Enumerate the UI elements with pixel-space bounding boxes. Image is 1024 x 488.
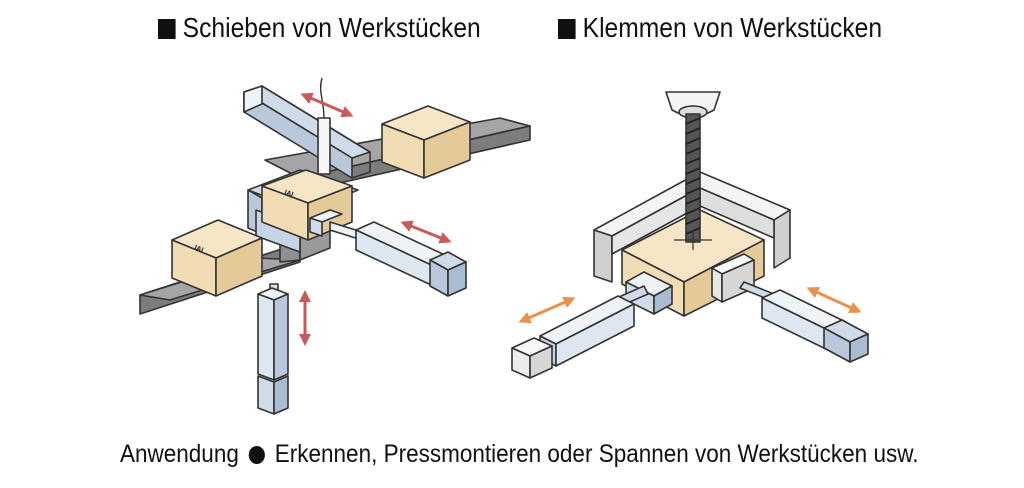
pushing-scene: IAI IAI	[139, 77, 531, 415]
double-arrow-icon	[518, 296, 576, 324]
double-arrow-icon	[300, 92, 354, 118]
heading-pushing-text: Schieben von Werkstücken	[182, 12, 481, 43]
lift-actuator-vertical	[257, 283, 289, 415]
footer-caption: Anwendung Erkennen, Pressmontieren oder …	[120, 440, 918, 469]
clamping-scene	[511, 91, 869, 379]
square-bullet-icon	[558, 19, 576, 39]
box-logo: IAI	[283, 189, 294, 198]
box-logo: IAI	[193, 244, 204, 254]
clamp-actuator-right	[711, 253, 869, 363]
workpiece-box-right	[381, 105, 471, 179]
pusher-actuator-horizontal	[309, 209, 467, 297]
sensor-probe	[317, 77, 331, 175]
drill-spindle	[665, 91, 721, 250]
heading-clamping: Klemmen von Werkstücken	[558, 12, 882, 44]
footer-text: Erkennen, Pressmontieren oder Spannen vo…	[274, 440, 919, 468]
bullet-dot-icon	[248, 446, 265, 464]
square-bullet-icon	[158, 19, 176, 39]
double-arrow-icon	[400, 220, 452, 244]
clamp-actuator-left	[511, 271, 673, 379]
heading-clamping-text: Klemmen von Werkstücken	[582, 12, 883, 43]
double-arrow-icon	[806, 287, 862, 313]
heading-pushing: Schieben von Werkstücken	[158, 12, 481, 44]
footer-label: Anwendung	[120, 440, 239, 468]
workpiece-box-left: IAI	[171, 219, 263, 297]
